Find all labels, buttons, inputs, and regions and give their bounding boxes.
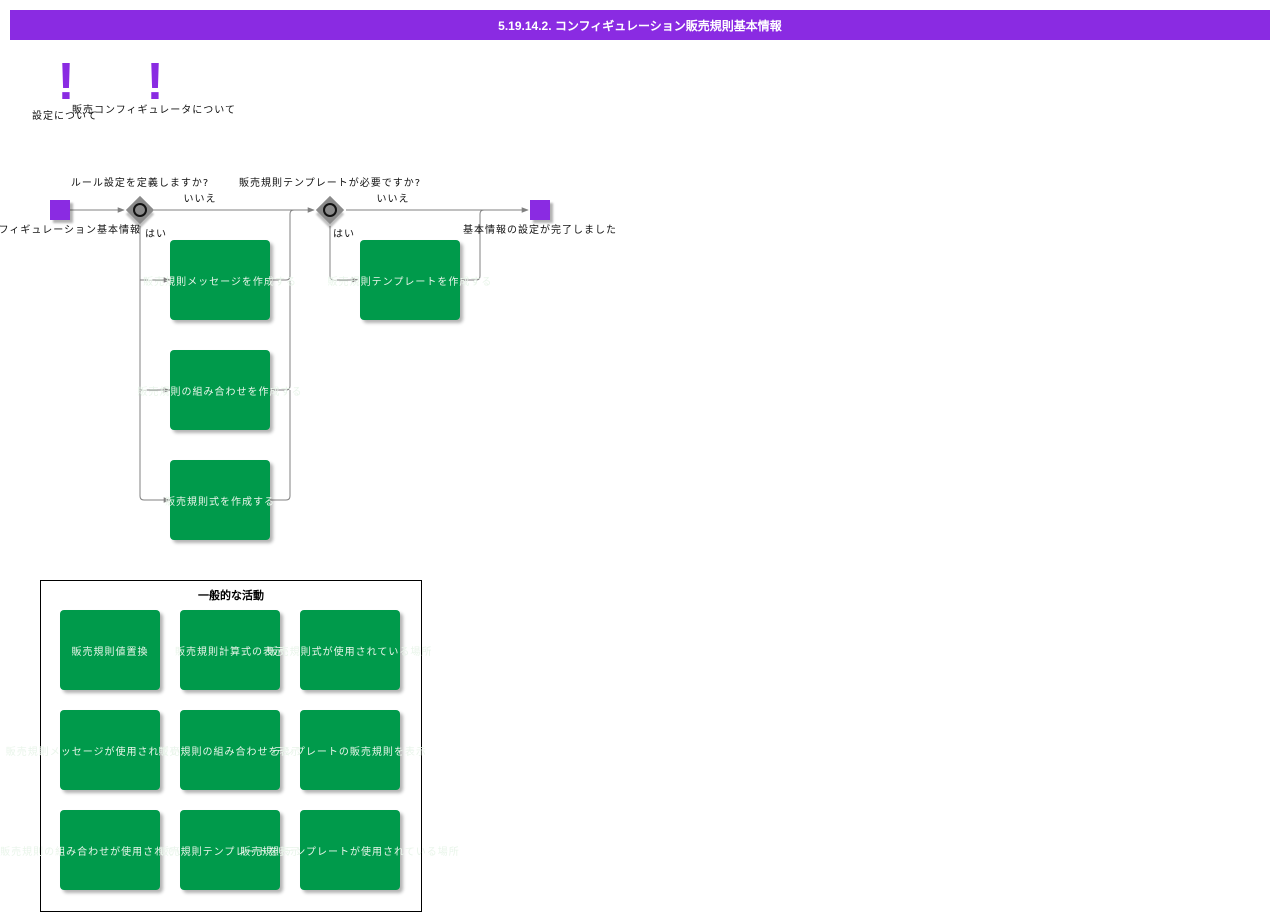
task-message-where-used[interactable]: 販売規則メッセージが使用されている場所: [60, 710, 160, 790]
task-expression-where-used[interactable]: 販売規則式が使用されている場所: [300, 610, 400, 690]
edge-gw1-yes-bus: [140, 226, 170, 500]
gateway-ring-icon: [323, 203, 337, 217]
task-label: 販売規則テンプレートを作成する: [328, 273, 493, 288]
task-create-rule-expression[interactable]: 販売規則式を作成する: [170, 460, 270, 540]
task-view-rule-formula[interactable]: 販売規則計算式の表示: [180, 610, 280, 690]
common-activities-group: 一般的な活動 販売規則値置換 販売規則計算式の表示 販売規則式が使用されている場…: [40, 580, 422, 912]
task-label: 販売規則値置換: [72, 643, 149, 658]
edge-task1-merge: [270, 210, 294, 280]
start-event[interactable]: [50, 200, 70, 220]
task-template-where-used[interactable]: 販売規則テンプレートが使用されている場所: [300, 810, 400, 890]
task-view-rule-combination[interactable]: 販売規則の組み合わせを表示: [180, 710, 280, 790]
task-label: 販売規則メッセージを作成する: [143, 273, 297, 288]
start-event-label: コンフィギュレーション基本情報: [0, 225, 141, 237]
task-label: 販売規則の組み合わせを作成する: [138, 383, 303, 398]
gateway1-yes-label: はい: [145, 229, 167, 241]
gateway2-yes-label: はい: [333, 229, 355, 241]
group-title: 一般的な活動: [41, 587, 421, 603]
gateway2-no-label: いいえ: [377, 194, 410, 206]
gateway1-no-label: いいえ: [184, 194, 217, 206]
task-label: 販売規則式が使用されている場所: [268, 643, 433, 658]
edge-task4-merge: [460, 210, 484, 280]
task-combination-where-used[interactable]: 販売規則の組み合わせが使用されている場所: [60, 810, 160, 890]
gateway-question-2: 販売規則テンプレートが必要ですか?: [239, 178, 421, 190]
task-rule-value-substitution[interactable]: 販売規則値置換: [60, 610, 160, 690]
task-create-rule-template[interactable]: 販売規則テンプレートを作成する: [360, 240, 460, 320]
task-label: 販売規則テンプレートが使用されている場所: [240, 843, 459, 858]
gateway-ring-icon: [133, 203, 147, 217]
task-create-rule-message[interactable]: 販売規則メッセージを作成する: [170, 240, 270, 320]
task-create-rule-combination[interactable]: 販売規則の組み合わせを作成する: [170, 350, 270, 430]
end-event[interactable]: [530, 200, 550, 220]
edge-task2-merge: [270, 280, 290, 390]
task-label: テンプレートの販売規則を表示: [273, 743, 427, 758]
gateway-question-1: ルール設定を定義しますか?: [71, 178, 209, 190]
task-view-template-rules[interactable]: テンプレートの販売規則を表示: [300, 710, 400, 790]
edge-task3-merge: [270, 390, 290, 500]
task-label: 販売規則式を作成する: [165, 493, 275, 508]
end-event-label: 基本情報の設定が完了しました: [463, 225, 617, 237]
